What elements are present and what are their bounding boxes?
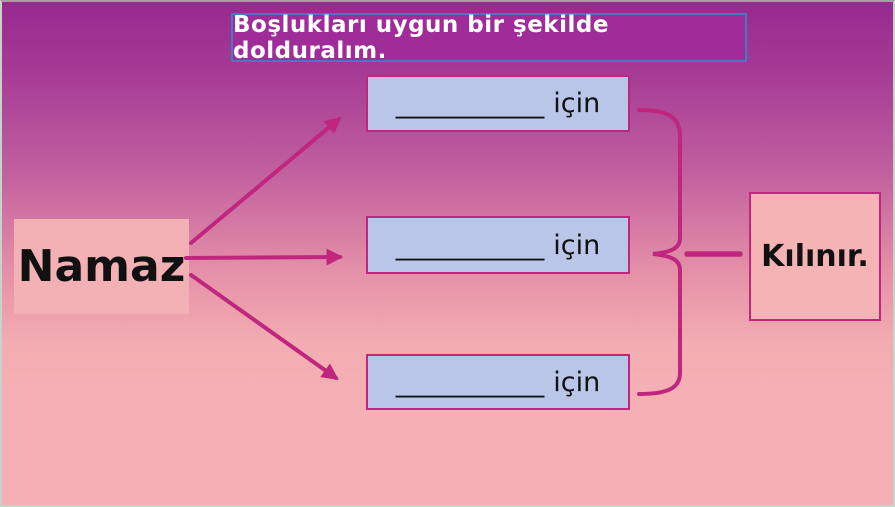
blank-box-2-label: için xyxy=(553,229,601,261)
result-box-kilinir: Kılınır. xyxy=(749,192,881,321)
title-text: Boşlukları uygun bir şekilde dolduralım. xyxy=(233,11,609,64)
source-box-namaz: Namaz xyxy=(14,219,189,314)
blank-box-3-label: için xyxy=(553,366,601,398)
blank-line-1: ___________ xyxy=(395,88,545,119)
arrow-top xyxy=(189,116,342,245)
blank-box-3: ___________için xyxy=(366,354,630,410)
arrow-bottom xyxy=(189,273,339,380)
blank-line-3: ___________ xyxy=(395,366,545,398)
blank-box-1-label: için xyxy=(553,88,601,119)
blank-line-2: ___________ xyxy=(395,229,545,261)
arrow-middle xyxy=(184,248,344,266)
curly-brace xyxy=(637,108,682,396)
source-label: Namaz xyxy=(17,241,186,292)
title-banner: Boşlukları uygun bir şekilde dolduralım. xyxy=(231,11,747,64)
result-label: Kılınır. xyxy=(761,239,869,274)
blank-box-2: ___________için xyxy=(366,216,630,274)
blank-box-1: ___________ için xyxy=(366,75,630,132)
